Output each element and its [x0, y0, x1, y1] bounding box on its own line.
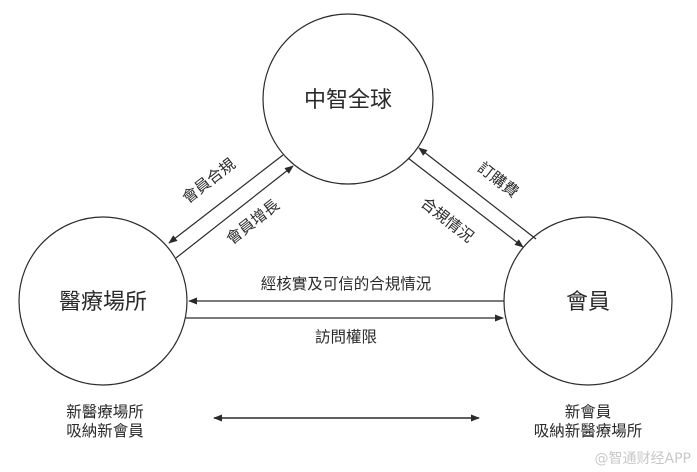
edge-label-member-compliance: 會員合規: [179, 155, 239, 207]
caption-left: 新醫療場所 吸納新會員: [30, 403, 180, 441]
caption-right-line1: 新會員: [564, 403, 612, 421]
edge-label-verified-compliance: 經核實及可信的合規情況: [261, 274, 432, 293]
edge-label-access-rights: 訪問權限: [315, 328, 377, 346]
node-label: 醫療場所: [59, 290, 147, 315]
node-member: 會員: [503, 216, 673, 386]
caption-right-line2: 吸納新醫療場所: [533, 422, 643, 440]
node-medical-venue: 醫療場所: [18, 216, 188, 386]
caption-left-line1: 新醫療場所: [66, 403, 144, 421]
edge-left-to-top: [175, 165, 294, 259]
edge-label-member-growth: 會員增長: [223, 196, 283, 249]
edge-label-compliance-status: 合規情況: [417, 194, 477, 246]
edge-top-to-left: [168, 154, 284, 244]
node-circle: [18, 216, 188, 386]
node-circle: [262, 13, 434, 185]
caption-right: 新會員 吸納新醫療場所: [508, 403, 668, 441]
node-label: 中智全球: [304, 88, 392, 113]
edge-top-to-right: [407, 157, 524, 248]
node-zhongzhi-global: 中智全球: [262, 13, 434, 185]
caption-left-line2: 吸納新會員: [66, 422, 144, 440]
edge-label-subscription-fee: 訂購費: [474, 159, 522, 202]
watermark: @智通财经APP: [594, 451, 691, 467]
edge-right-to-top: [418, 147, 537, 240]
node-label: 會員: [566, 290, 610, 315]
